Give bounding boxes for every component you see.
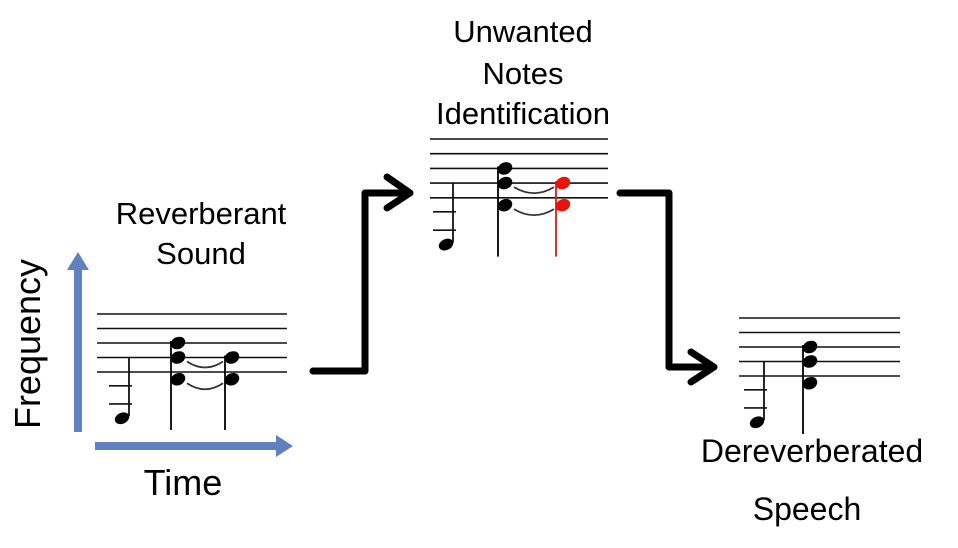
label-identification-line3: Identification: [435, 96, 611, 131]
note-head: [170, 372, 186, 386]
y-axis-shaft: [74, 268, 82, 432]
flow-arrow-2: [616, 189, 718, 386]
note-head: [114, 412, 130, 425]
note-head: [438, 238, 454, 251]
chord: [802, 340, 818, 434]
label-reverberant-line2: Sound: [156, 236, 246, 271]
label-dereverberated-line2: Speech: [752, 491, 862, 527]
flow-arrow-2-path: [616, 189, 716, 371]
flow-arrow-2-head: [687, 348, 718, 386]
chord: [170, 336, 186, 430]
flow-arrow-1-path: [309, 189, 412, 375]
note-head: [802, 355, 818, 368]
flow-arrow-1-head: [383, 173, 414, 212]
flow-arrow-1: [309, 173, 414, 375]
note-head: [224, 351, 240, 364]
tie-curve: [186, 382, 224, 391]
chord: [744, 361, 767, 429]
note-head: [555, 176, 571, 190]
note-head: [555, 198, 571, 212]
label-identification-line2: Notes: [482, 56, 564, 91]
staff-reverberant: [97, 313, 287, 430]
x-axis-shaft: [95, 442, 277, 450]
staff-dereverberated: [739, 317, 900, 434]
axes: [67, 252, 293, 457]
chord: [433, 183, 456, 251]
note-head: [170, 336, 186, 350]
chord: [224, 351, 240, 430]
label-dereverberated-line1: Dereverberated: [700, 433, 924, 469]
unwanted-chord: [555, 176, 571, 257]
label-identification-line1: Unwanted: [453, 14, 593, 49]
note-head: [802, 376, 818, 390]
staff-identification: [430, 138, 608, 257]
chord: [109, 357, 132, 425]
label-reverberant-line1: Reverberant: [115, 196, 287, 231]
tie-curve: [186, 360, 224, 369]
y-axis-arrowhead: [67, 252, 89, 270]
note-head: [497, 198, 513, 212]
note-head: [497, 176, 513, 190]
note-head: [749, 416, 765, 429]
note-head: [170, 351, 186, 364]
axis-x-label: Time: [143, 462, 223, 503]
tie-curve: [513, 186, 555, 194]
x-axis-arrowhead: [276, 435, 293, 457]
tie-curve: [513, 208, 555, 217]
chord: [497, 162, 513, 257]
note-head: [497, 162, 513, 175]
note-head: [802, 340, 818, 354]
note-head: [224, 372, 240, 386]
